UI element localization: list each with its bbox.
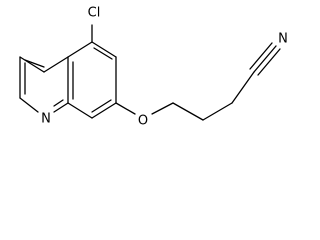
triple-bond-line-1 <box>253 45 277 73</box>
double-bond-c7-c8 <box>91 99 112 113</box>
bond-c2-n1 <box>19 97 39 113</box>
pyridine-ring <box>19 56 69 113</box>
butanenitrile-chain <box>151 71 255 121</box>
bond-ch2c-cn <box>231 71 255 104</box>
bond-c8-o <box>115 102 136 115</box>
benzene-ring <box>67 41 117 119</box>
bond-c4a-c4 <box>43 56 69 73</box>
bond-ch2b-ch2c <box>202 102 233 121</box>
chemical-structure-diagram: Cl N O N <box>19 6 288 129</box>
structure-canvas: Cl N O N <box>19 5 288 129</box>
double-bond-c5-c6 <box>93 47 113 60</box>
bond-ch2a-ch2b <box>172 102 204 121</box>
nitrile-triple-bond <box>249 42 281 76</box>
substituents <box>91 24 136 115</box>
triple-bond-line-2 <box>249 42 273 70</box>
bond-o-ch2a <box>151 102 174 115</box>
nitrile-nitrogen-label: N <box>278 32 288 47</box>
ring-nitrogen-label: N <box>41 112 51 127</box>
ether-oxygen-label: O <box>138 114 148 129</box>
bond-c4a-c5 <box>67 41 93 58</box>
bond-c5-c6 <box>91 41 117 58</box>
triple-bond-line-3 <box>257 48 281 76</box>
bond-n1-c8a <box>53 102 69 113</box>
double-bond-n1-c8a <box>53 99 64 107</box>
bond-c8-c8a <box>67 102 93 119</box>
double-bond-c3-c4 <box>24 59 45 68</box>
bond-c7-c8 <box>91 102 117 119</box>
chlorine-label: Cl <box>88 6 101 21</box>
bond-c4-c3 <box>19 56 45 73</box>
